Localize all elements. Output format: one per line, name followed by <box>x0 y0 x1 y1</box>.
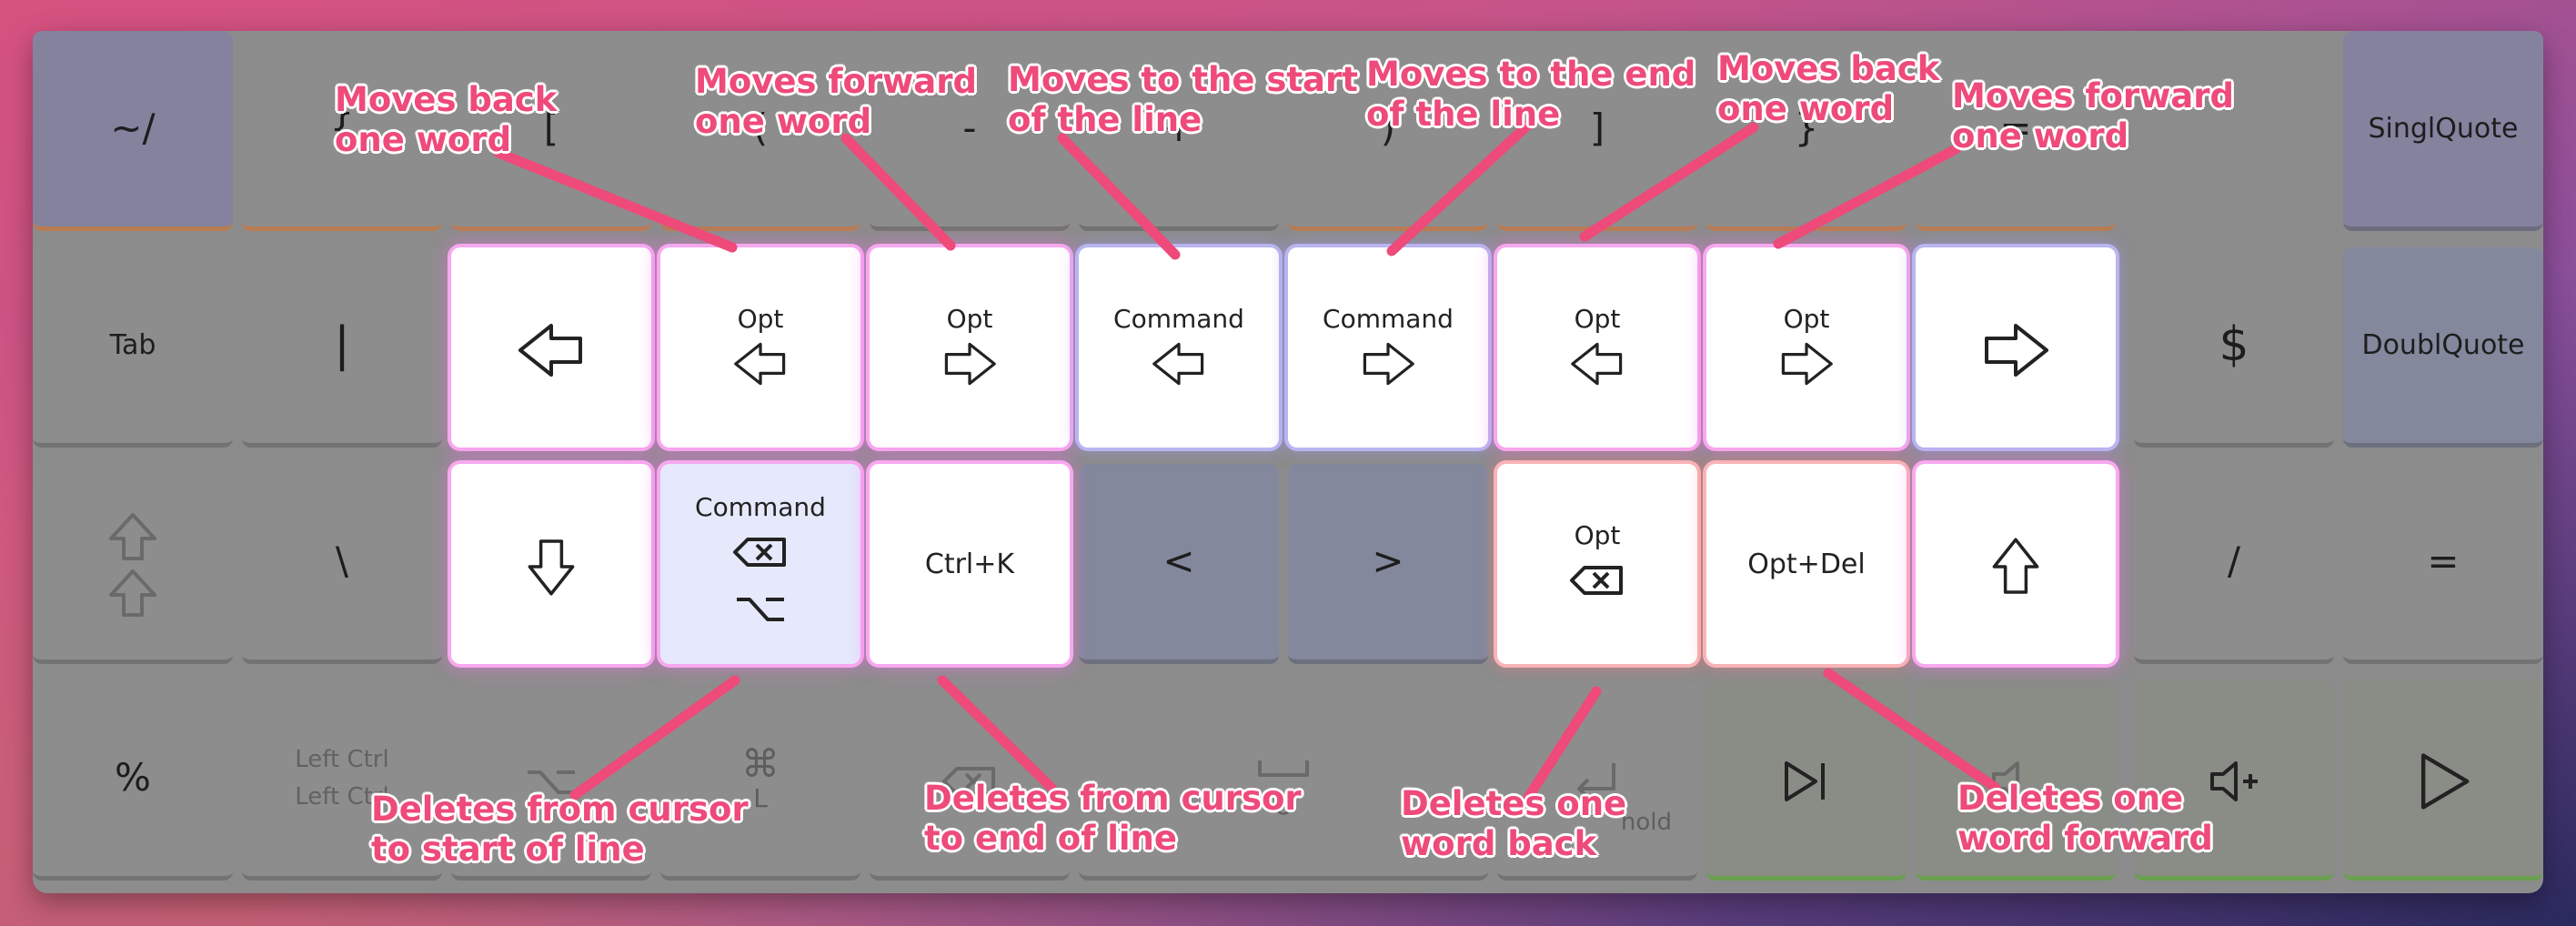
key-command-left[interactable]: Command <box>1079 247 1279 448</box>
right-arrow-icon <box>1985 324 2048 377</box>
key-label: / <box>2227 538 2241 584</box>
key-next-track[interactable] <box>1706 680 1907 881</box>
key-less-than[interactable]: < <box>1079 464 1279 664</box>
key-volume-up[interactable] <box>2134 680 2334 881</box>
key-curly-open[interactable]: { <box>242 31 442 231</box>
key-label: Ctrl+K <box>924 548 1015 580</box>
backspace-icon <box>733 538 786 568</box>
key-percent[interactable]: % <box>33 680 233 881</box>
left-arrow-icon <box>1152 343 1204 386</box>
key-equals-2[interactable]: = <box>2343 464 2543 664</box>
key-opt-right[interactable]: Opt <box>870 247 1070 448</box>
key-label: Opt <box>946 303 993 334</box>
key-label: [ <box>543 106 559 151</box>
layer-badge: 8 <box>1275 790 1292 821</box>
annotation-moves-back-word: Moves back one word <box>335 80 558 160</box>
shift-icon <box>109 569 156 617</box>
play-icon <box>2420 752 2470 810</box>
key-label: Left Ctrl <box>295 746 389 774</box>
key-label: Command <box>1113 303 1244 334</box>
space-icon <box>1258 760 1309 778</box>
key-label: | <box>334 317 350 372</box>
annotation-delete-word-forward: Deletes one word forward <box>1957 779 2213 859</box>
key-label: Opt <box>1783 303 1830 334</box>
annotation-moves-line-end: Moves to the end of the line <box>1366 55 1696 135</box>
key-tab[interactable]: Tab <box>33 247 233 448</box>
keyboard-layout: ~/ { [ ( - + ) ] } = SinglQuote Tab | Op… <box>33 31 2543 893</box>
annotation-delete-to-start: Deletes from cursor to start of line <box>371 790 749 870</box>
left-arrow-icon <box>518 324 582 377</box>
backspace-icon <box>1570 566 1623 596</box>
left-arrow-icon <box>1571 343 1623 386</box>
key-label: < <box>1162 538 1195 584</box>
key-label: ~/ <box>110 106 156 151</box>
key-play[interactable] <box>2343 680 2543 881</box>
key-command-right[interactable]: Command <box>1288 247 1488 448</box>
key-label: Opt <box>1574 303 1621 334</box>
volume-up-icon <box>2210 760 2258 801</box>
key-command-backspace[interactable]: Command <box>660 464 860 664</box>
key-label: Left Ctrl <box>295 782 389 810</box>
key-label: Command <box>1323 303 1454 334</box>
key-label: Opt <box>1574 519 1621 550</box>
key-label: % <box>115 755 151 800</box>
option-key-icon <box>737 598 784 622</box>
key-label: Command <box>695 491 826 522</box>
key-label: $ <box>2219 317 2249 372</box>
key-label: { <box>329 106 355 151</box>
key-backslash[interactable]: \ <box>242 464 442 664</box>
key-dollar[interactable]: $ <box>2134 247 2334 448</box>
key-opt-left-2[interactable]: Opt <box>1497 247 1697 448</box>
key-pipe[interactable]: | <box>242 247 442 448</box>
key-right-arrow[interactable] <box>1916 247 2116 448</box>
key-single-quote[interactable]: SinglQuote <box>2343 31 2543 231</box>
key-sublabel: L <box>753 783 768 814</box>
key-label: Tab <box>109 329 156 361</box>
key-label: = <box>2427 538 2460 584</box>
key-opt-right-2[interactable]: Opt <box>1706 247 1907 448</box>
key-label: DoublQuote <box>2361 329 2525 361</box>
hold-label: hold <box>1620 809 1672 836</box>
next-track-icon <box>1785 760 1825 801</box>
annotation-moves-line-start: Moves to the start of the line <box>1008 60 1358 140</box>
right-arrow-icon <box>944 343 996 386</box>
key-space[interactable]: 8 <box>1079 680 1488 881</box>
key-label: > <box>1372 538 1404 584</box>
annotation-moves-forward-word-2: Moves forward one word <box>1952 76 2235 156</box>
key-opt-backspace[interactable]: Opt <box>1497 464 1697 664</box>
key-left-arrow[interactable] <box>451 247 651 448</box>
key-label: SinglQuote <box>2368 113 2519 145</box>
key-shift-combo[interactable] <box>33 464 233 664</box>
shift-icon <box>109 512 156 560</box>
key-label: Opt <box>737 303 784 334</box>
key-label: Opt+Del <box>1747 548 1866 580</box>
annotation-delete-word-back: Deletes one word back <box>1401 784 1627 864</box>
up-arrow-icon <box>1992 538 2039 594</box>
annotation-moves-forward-word: Moves forward one word <box>695 62 978 142</box>
key-ctrl-k[interactable]: Ctrl+K <box>870 464 1070 664</box>
key-opt-del[interactable]: Opt+Del <box>1706 464 1907 664</box>
key-left-ctrl[interactable]: Left Ctrl Left Ctrl <box>242 680 442 881</box>
key-label: \ <box>335 538 349 584</box>
key-label: = <box>1999 106 2032 151</box>
key-down-arrow[interactable] <box>451 464 651 664</box>
left-arrow-icon <box>734 343 786 386</box>
key-tilde-slash[interactable]: ~/ <box>33 31 233 231</box>
key-opt-left[interactable]: Opt <box>660 247 860 448</box>
key-label: - <box>962 106 977 151</box>
down-arrow-icon <box>528 539 575 596</box>
annotation-moves-back-word-2: Moves back one word <box>1717 49 1940 129</box>
command-icon: ⌘ <box>741 741 780 786</box>
key-up-arrow[interactable] <box>1916 464 2116 664</box>
key-slash[interactable]: / <box>2134 464 2334 664</box>
right-arrow-icon <box>1363 343 1414 386</box>
key-label: } <box>1794 106 1819 151</box>
key-greater-than[interactable]: > <box>1288 464 1488 664</box>
key-label: ( <box>752 106 769 151</box>
right-arrow-icon <box>1781 343 1833 386</box>
key-double-quote[interactable]: DoublQuote <box>2343 247 2543 448</box>
annotation-delete-to-end: Deletes from cursor to end of line <box>924 779 1302 859</box>
